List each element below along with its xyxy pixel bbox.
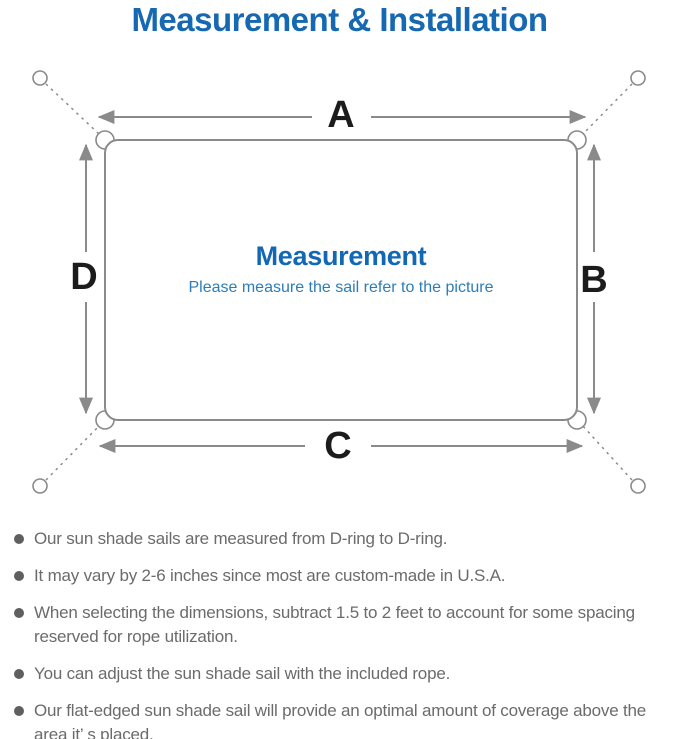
rope-dashed-line-bottom-left: [45, 424, 101, 481]
bullet-dot-icon: [14, 571, 24, 581]
dimension-label-c: C: [324, 425, 352, 467]
sail-diagram-canvas: [32, 70, 646, 494]
note-text: When selecting the dimensions, subtract …: [34, 603, 635, 646]
list-item: It may vary by 2-6 inches since most are…: [14, 564, 669, 588]
dimension-label-b: B: [580, 259, 608, 301]
note-text: Our sun shade sails are measured from D-…: [34, 529, 448, 548]
dimension-label-d: D: [70, 256, 98, 298]
anchor-ring-top-left-icon: [32, 70, 48, 86]
bullet-dot-icon: [14, 706, 24, 716]
bullet-dot-icon: [14, 669, 24, 679]
anchor-ring-bottom-right-icon: [630, 478, 646, 494]
measurement-notes-list: Our sun shade sails are measured from D-…: [14, 527, 669, 739]
list-item: Our sun shade sails are measured from D-…: [14, 527, 669, 551]
diagram-center-text: Measurement Please measure the sail refe…: [105, 241, 577, 297]
bullet-dot-icon: [14, 534, 24, 544]
sail-measurement-diagram: A B C D Measurement Please measure the s…: [0, 55, 679, 515]
list-item: When selecting the dimensions, subtract …: [14, 601, 669, 649]
list-item: You can adjust the sun shade sail with t…: [14, 662, 669, 686]
rope-dashed-line-bottom-right: [581, 424, 633, 481]
rope-dashed-line-top-right: [581, 83, 633, 136]
diagram-subheading: Please measure the sail refer to the pic…: [188, 279, 494, 296]
note-text: It may vary by 2-6 inches since most are…: [34, 566, 506, 585]
anchor-ring-top-right-icon: [630, 70, 646, 86]
rope-dashed-line-top-left: [45, 83, 101, 136]
page-title: Measurement & Installation: [131, 1, 548, 38]
dimension-label-a: A: [327, 94, 355, 136]
diagram-heading: Measurement: [255, 241, 427, 271]
list-item: Our flat-edged sun shade sail will provi…: [14, 699, 669, 739]
bullet-dot-icon: [14, 608, 24, 618]
sail-outline: [104, 139, 578, 421]
note-text: You can adjust the sun shade sail with t…: [34, 664, 451, 683]
anchor-ring-bottom-left-icon: [32, 478, 48, 494]
note-text: Our flat-edged sun shade sail will provi…: [34, 701, 647, 739]
